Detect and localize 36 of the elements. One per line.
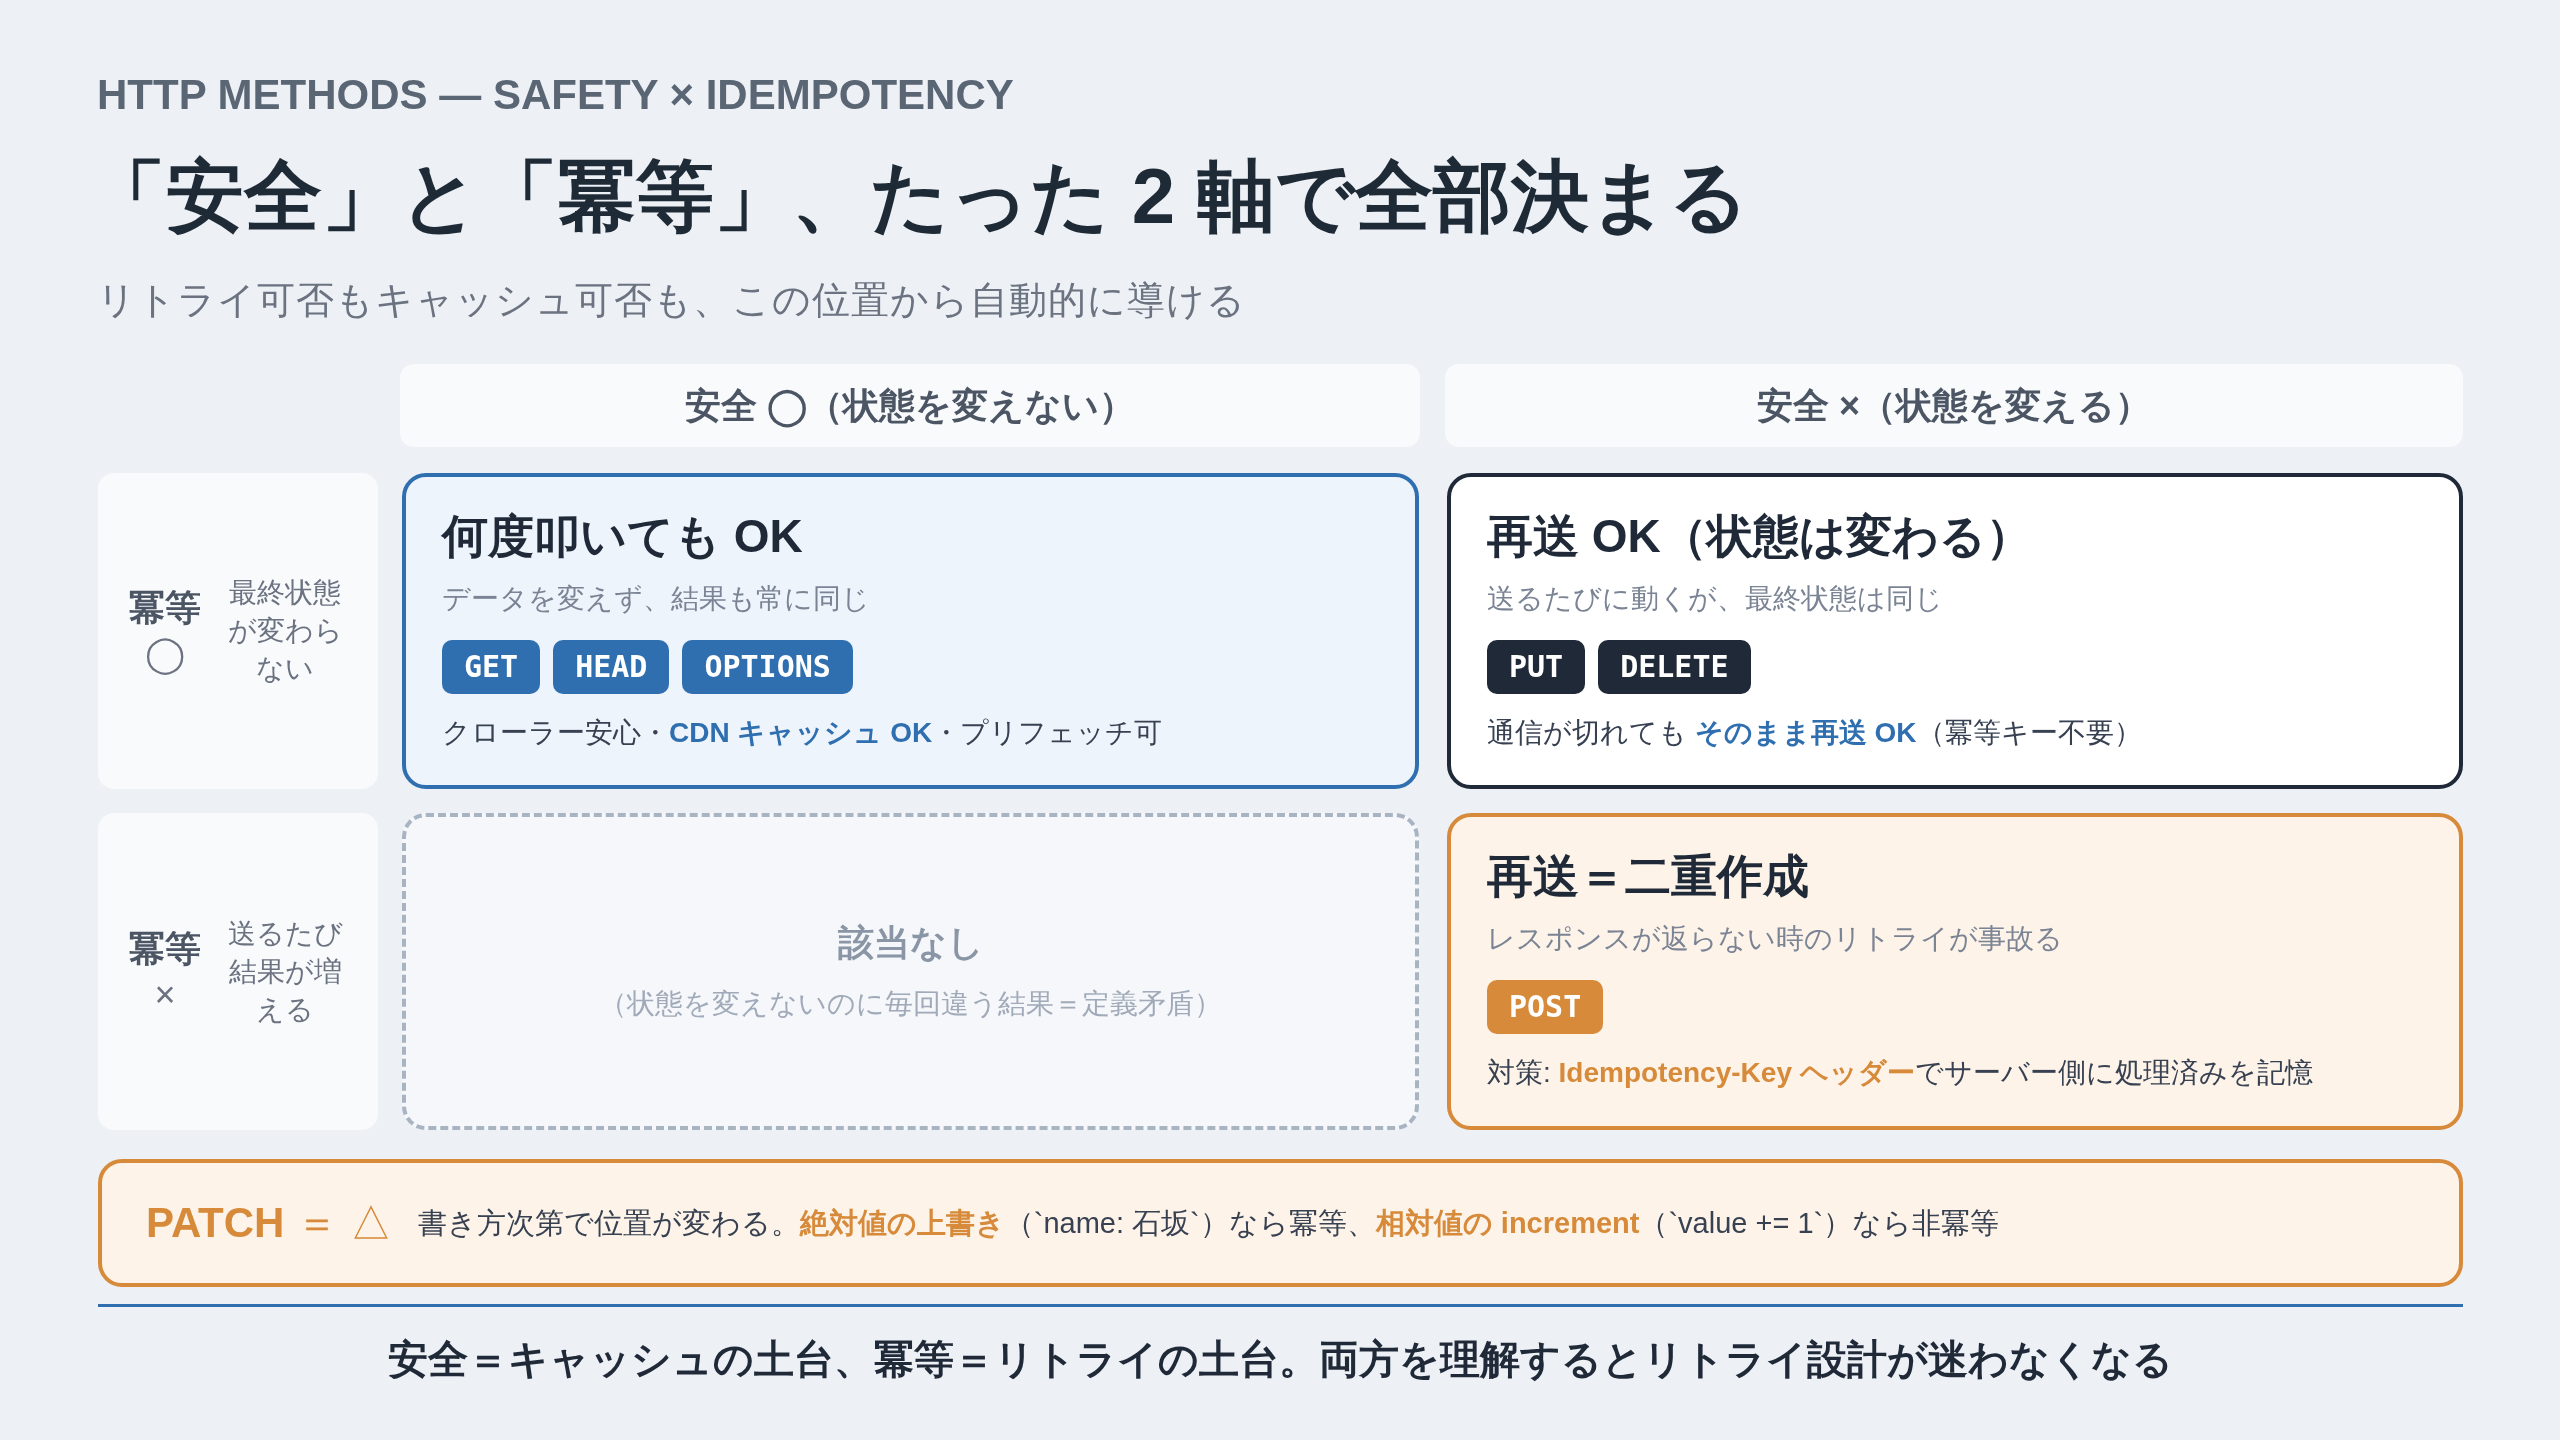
patch-note-bar bbox=[98, 1159, 2463, 1287]
column-header-text: 安全 ◯（状態を変えない） bbox=[685, 383, 1135, 430]
card-subtitle: 送るたびに動くが、最終状態は同じ bbox=[1487, 582, 1943, 616]
empty-quadrant-note: （状態を変えないのに毎回違う結果＝定義矛盾） bbox=[599, 986, 1222, 1021]
quadrant-card bbox=[1447, 473, 2463, 789]
quadrant-card bbox=[402, 813, 1419, 1130]
status-mark: × bbox=[154, 972, 176, 1017]
method-badge: GET bbox=[442, 640, 541, 694]
card-title: 何度叩いても OK bbox=[442, 509, 803, 564]
card-title: 再送＝二重作成 bbox=[1487, 849, 1809, 904]
patch-heading: PATCH ＝ △ bbox=[146, 1198, 392, 1248]
subtitle: リトライ可否もキャッシュ可否も、この位置から自動的に導ける bbox=[97, 278, 1246, 323]
method-badge: PUT bbox=[1487, 640, 1586, 694]
quadrant-card bbox=[402, 473, 1419, 789]
quadrant-card bbox=[1447, 813, 2463, 1130]
row-header-title: 冪等 bbox=[129, 926, 201, 971]
column-header-text: 安全 ×（状態を変える） bbox=[1757, 383, 2151, 428]
footer-caption: 安全＝キャッシュの土台、冪等＝リトライの土台。両方を理解するとリトライ設計が迷わなくなる bbox=[388, 1336, 2173, 1383]
row-header-note: 送るたび結果が増える bbox=[226, 916, 344, 1027]
card-subtitle: データを変えず、結果も常に同じ bbox=[442, 582, 870, 616]
method-badge: DELETE bbox=[1598, 640, 1751, 694]
method-badge: OPTIONS bbox=[682, 640, 853, 694]
card-note: 対策: Idempotency-Key ヘッダーでサーバー側に処理済みを記憶 bbox=[1487, 1056, 2313, 1090]
card-note: クローラー安心・CDN キャッシュ OK・プリフェッチ可 bbox=[442, 716, 1163, 750]
card-subtitle: レスポンスが返らない時のリトライが事故る bbox=[1487, 922, 2063, 956]
empty-quadrant-title: 該当なし bbox=[837, 920, 984, 965]
card-note: 通信が切れても そのまま再送 OK（冪等キー不要） bbox=[1487, 716, 2142, 750]
title: 「安全」と「冪等」、たった 2 軸で全部決まる bbox=[88, 151, 1749, 242]
card-title: 再送 OK（状態は変わる） bbox=[1487, 509, 2032, 564]
row-header-title: 冪等 bbox=[129, 586, 201, 630]
patch-description: 書き方次第で位置が変わる。絶対値の上書き（`name: 石坂`）なら冪等、相対値の increment（`value += 1`）なら非冪等 bbox=[417, 1206, 2000, 1241]
method-badge: HEAD bbox=[553, 640, 670, 694]
method-badge: POST bbox=[1487, 980, 1604, 1034]
status-mark: ◯ bbox=[145, 632, 185, 677]
row-header-note: 最終状態が変わらない bbox=[226, 576, 344, 686]
eyebrow-heading: HTTP METHODS — SAFETY × IDEMPOTENCY bbox=[97, 70, 1014, 120]
